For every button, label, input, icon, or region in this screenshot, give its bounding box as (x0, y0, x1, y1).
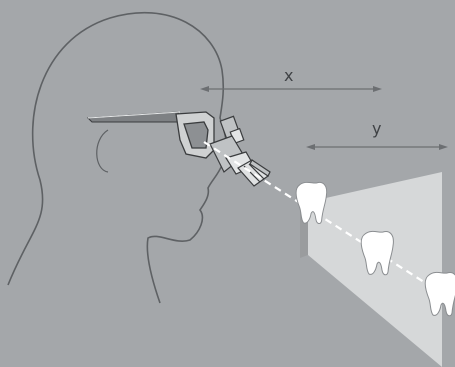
eyeglasses-frame (176, 112, 214, 158)
eyeglasses-temple (88, 112, 180, 122)
ear-outline (97, 130, 108, 172)
dimension-label-x: x (284, 68, 293, 84)
dimension-line-x (200, 86, 382, 92)
dimension-line-y (306, 144, 448, 150)
head-profile-outline (8, 13, 226, 303)
dimension-label-y: y (372, 121, 381, 137)
